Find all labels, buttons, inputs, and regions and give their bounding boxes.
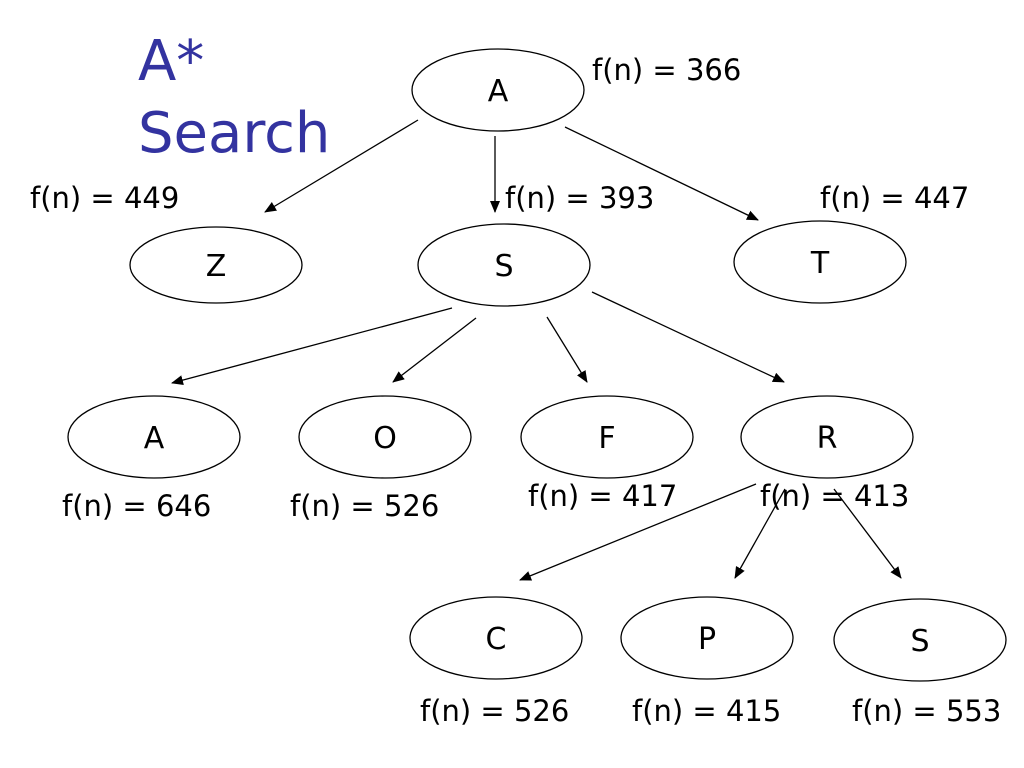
node-z: Z bbox=[129, 226, 303, 304]
f-value-a2: f(n) = 646 bbox=[62, 489, 211, 523]
f-value-f: f(n) = 417 bbox=[528, 479, 677, 513]
edge-r-to-c bbox=[519, 483, 757, 581]
f-value-r: f(n) = 413 bbox=[760, 479, 909, 513]
node-o: O bbox=[298, 395, 472, 479]
title-line-2: Search bbox=[138, 101, 330, 166]
edge-s1-to-r bbox=[591, 291, 785, 383]
node-ellipse bbox=[67, 395, 241, 479]
node-ellipse bbox=[833, 598, 1007, 682]
node-ellipse bbox=[129, 226, 303, 304]
edge-s1-to-f bbox=[546, 316, 588, 383]
node-label: A bbox=[488, 74, 509, 109]
edge-s1-to-a2 bbox=[171, 307, 453, 385]
node-a2: A bbox=[67, 395, 241, 479]
node-ellipse bbox=[620, 596, 794, 680]
f-values: f(n) = 366 f(n) = 449 f(n) = 393 f(n) = 447… bbox=[30, 53, 1001, 728]
f-value-c: f(n) = 526 bbox=[420, 694, 569, 728]
node-f: F bbox=[520, 395, 694, 479]
node-label: R bbox=[817, 421, 838, 456]
node-a_root: A bbox=[411, 48, 585, 132]
node-ellipse bbox=[520, 395, 694, 479]
node-label: P bbox=[698, 622, 716, 657]
node-s1: S bbox=[417, 223, 591, 307]
node-label: S bbox=[494, 249, 513, 284]
edge-s1-to-o bbox=[392, 317, 477, 383]
node-ellipse bbox=[409, 596, 583, 680]
title-line-1: A* bbox=[138, 29, 204, 94]
node-label: F bbox=[598, 421, 615, 456]
edge-a_root-to-z bbox=[264, 119, 419, 213]
node-ellipse bbox=[417, 223, 591, 307]
node-s2: S bbox=[833, 598, 1007, 682]
f-value-p: f(n) = 415 bbox=[632, 694, 781, 728]
node-label: S bbox=[910, 624, 929, 659]
f-value-s2: f(n) = 553 bbox=[852, 694, 1001, 728]
node-c: C bbox=[409, 596, 583, 680]
edges bbox=[171, 119, 902, 581]
node-ellipse bbox=[411, 48, 585, 132]
edge-r-to-s2 bbox=[833, 488, 902, 579]
f-value-a_root: f(n) = 366 bbox=[592, 53, 741, 87]
node-t: T bbox=[733, 220, 907, 304]
f-value-o: f(n) = 526 bbox=[290, 489, 439, 523]
node-label: T bbox=[810, 246, 830, 281]
node-r: R bbox=[740, 395, 914, 479]
f-value-s1: f(n) = 393 bbox=[505, 181, 654, 215]
nodes: A Z S T A O F R C P S bbox=[67, 48, 1007, 682]
node-p: P bbox=[620, 596, 794, 680]
node-ellipse bbox=[733, 220, 907, 304]
node-label: O bbox=[373, 421, 397, 456]
node-label: C bbox=[486, 622, 507, 657]
edge-r-to-p bbox=[734, 488, 786, 579]
f-value-t: f(n) = 447 bbox=[820, 181, 969, 215]
f-value-z: f(n) = 449 bbox=[30, 181, 179, 215]
node-ellipse bbox=[298, 395, 472, 479]
edge-a_root-to-t bbox=[564, 126, 759, 221]
node-label: A bbox=[144, 421, 165, 456]
node-ellipse bbox=[740, 395, 914, 479]
node-label: Z bbox=[206, 249, 227, 284]
